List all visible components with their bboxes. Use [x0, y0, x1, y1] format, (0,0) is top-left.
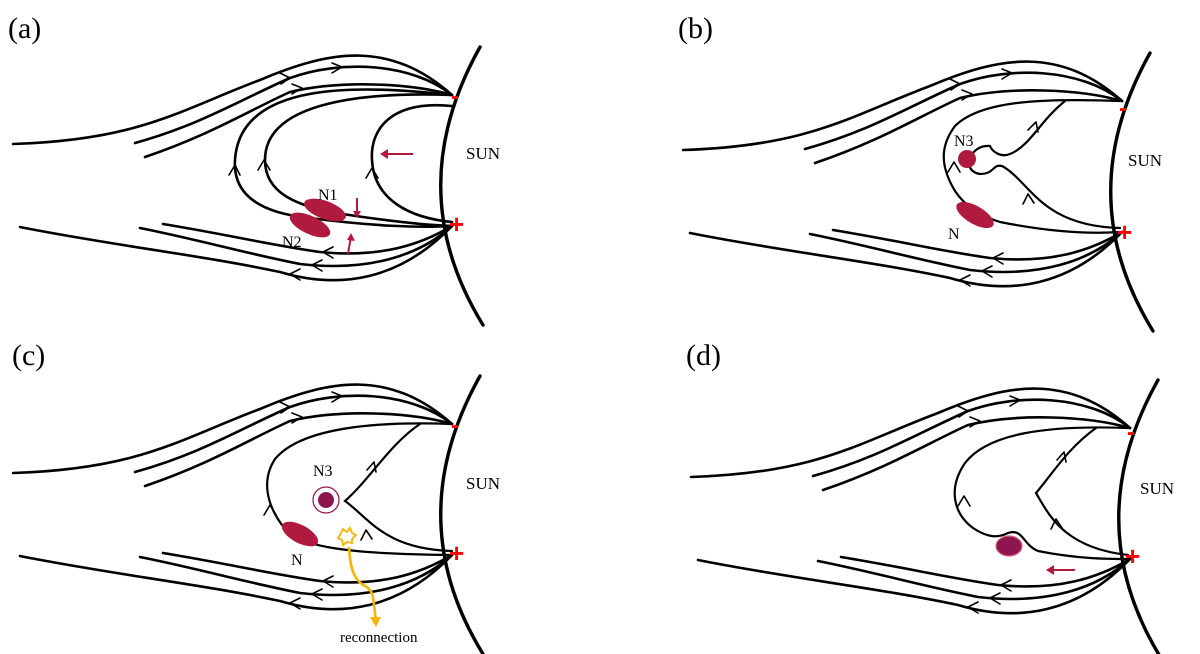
node-label-n3: N3: [954, 133, 974, 150]
panel-a: (a) N1 N2 - + SUN: [8, 12, 500, 327]
closed-loop-inner: [1034, 426, 1130, 557]
panel-label: (d): [686, 339, 721, 372]
closed-loop-outer: [266, 422, 454, 557]
arrowhead-icon: [366, 461, 377, 473]
reconnection-pointer: [347, 546, 378, 622]
arrowhead-icon: [1056, 451, 1067, 463]
sun-label: SUN: [466, 474, 500, 493]
arrowhead-icon: [360, 529, 373, 541]
flux-rope-n: [281, 521, 319, 547]
panel-c: (c) N3 N reconnection - + SUN: [11, 339, 500, 654]
node-label-n1: N1: [318, 187, 338, 204]
flux-rope-n3-outline: [312, 486, 340, 514]
panel-b: (b) N3 N - + SUN: [678, 12, 1162, 333]
node-label-n3: N3: [313, 463, 333, 480]
panel-label: (b): [678, 12, 713, 45]
panel-label: (c): [12, 339, 45, 372]
arrowhead-icon: [957, 495, 971, 507]
reconnection-label: reconnection: [340, 630, 418, 646]
closed-loop-middle: [263, 93, 454, 228]
flux-rope-n: [956, 201, 994, 229]
negative-polarity: -: [1119, 95, 1127, 122]
arrow-head-icon: [380, 149, 388, 159]
positive-polarity: +: [1117, 217, 1132, 247]
negative-polarity: -: [1127, 419, 1135, 446]
closed-loop-inner: [370, 103, 454, 224]
flux-rope-n3: [958, 150, 976, 168]
arrowhead-icon: [1022, 193, 1035, 205]
negative-polarity: -: [451, 83, 459, 110]
flux-rope-n2: [289, 212, 331, 238]
flux-rope: [995, 535, 1023, 557]
node-label-n: N: [948, 226, 960, 243]
closed-loop-outer: [233, 88, 454, 229]
flux-rope-n1: [304, 198, 346, 222]
panel-d: (d) - + SUN: [686, 339, 1174, 654]
positive-polarity: +: [449, 209, 464, 239]
arrow-head-icon: [1046, 565, 1054, 575]
closed-loop-outer: [953, 426, 1130, 561]
positive-polarity: +: [449, 538, 464, 568]
arrowhead-icon: [947, 161, 961, 173]
sun-label: SUN: [466, 144, 500, 163]
pointer-head-icon: [370, 617, 381, 627]
closed-loop-outer: [942, 98, 1122, 234]
flux-rope-n3: [318, 492, 334, 508]
sun-label: SUN: [1128, 151, 1162, 170]
closed-loop-inner: [343, 422, 454, 553]
arrowhead-icon: [1027, 121, 1039, 133]
arrowhead-icon: [257, 159, 271, 171]
arrowhead-icon: [1050, 518, 1063, 530]
arrow-head-icon: [353, 211, 361, 218]
arrowhead-icon: [365, 167, 379, 179]
reconnection-site-icon: [336, 526, 358, 547]
positive-polarity: +: [1125, 541, 1140, 571]
arrow-head-icon: [347, 233, 355, 241]
closed-loop-inner: [968, 99, 1122, 230]
arrowhead-icon: [228, 164, 241, 176]
node-label-n: N: [291, 552, 303, 569]
arrowhead-icon: [263, 504, 277, 516]
node-label-n2: N2: [282, 234, 302, 251]
panel-label: (a): [8, 12, 41, 45]
sun-label: SUN: [1140, 479, 1174, 498]
negative-polarity: -: [451, 412, 459, 439]
